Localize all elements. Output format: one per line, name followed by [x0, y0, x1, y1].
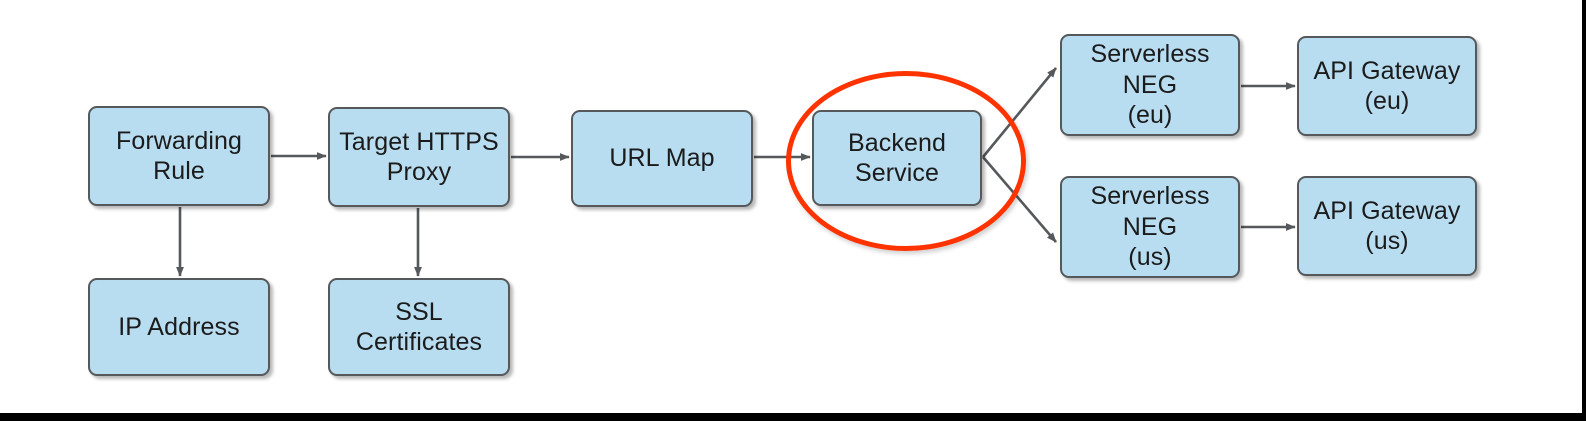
node-serverless-neg-us[interactable]: Serverless NEG (us) — [1060, 176, 1240, 278]
node-ip-address[interactable]: IP Address — [88, 278, 270, 376]
node-target-https-proxy[interactable]: Target HTTPS Proxy — [328, 107, 510, 207]
node-serverless-neg-eu[interactable]: Serverless NEG (eu) — [1060, 34, 1240, 136]
node-api-gateway-eu[interactable]: API Gateway (eu) — [1297, 36, 1477, 136]
backend-service-highlight-ellipse — [786, 71, 1026, 251]
node-ssl-certificates[interactable]: SSL Certificates — [328, 278, 510, 376]
node-api-gateway-us[interactable]: API Gateway (us) — [1297, 176, 1477, 276]
node-url-map[interactable]: URL Map — [571, 110, 753, 207]
node-forwarding-rule[interactable]: Forwarding Rule — [88, 106, 270, 206]
